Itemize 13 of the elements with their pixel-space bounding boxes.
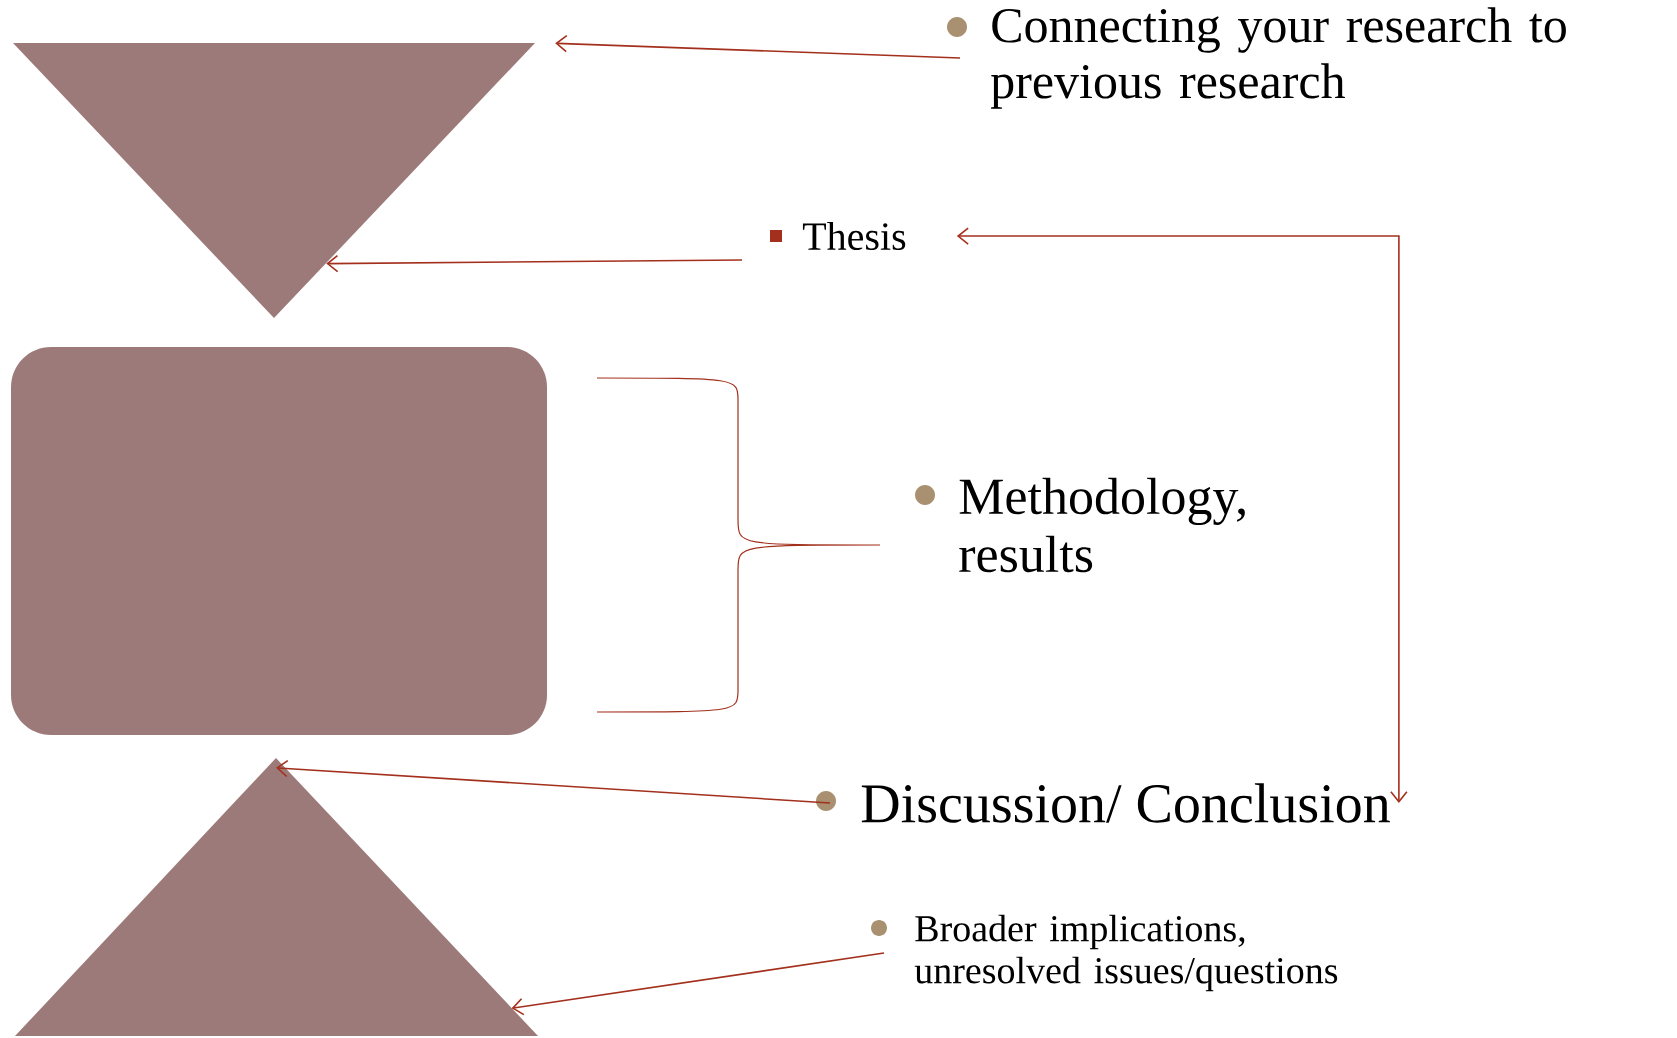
arrow (956, 227, 1408, 803)
arrow (555, 34, 961, 59)
arrow (326, 254, 743, 273)
bullet-text: Thesis (802, 221, 906, 251)
inverted-triangle (13, 43, 535, 318)
bullet-text: Broader implications, unresolved issues/questions (914, 914, 1338, 992)
triangle (15, 758, 538, 1036)
bullet-text: Connecting your research to previous research (991, 7, 1566, 109)
arrow (276, 759, 831, 804)
rounded-box (11, 347, 547, 735)
bullet-text: Methodology, results (959, 477, 1245, 573)
bullet-text: Discussion/ Conclusion (861, 783, 1390, 823)
arrow (511, 952, 885, 1016)
